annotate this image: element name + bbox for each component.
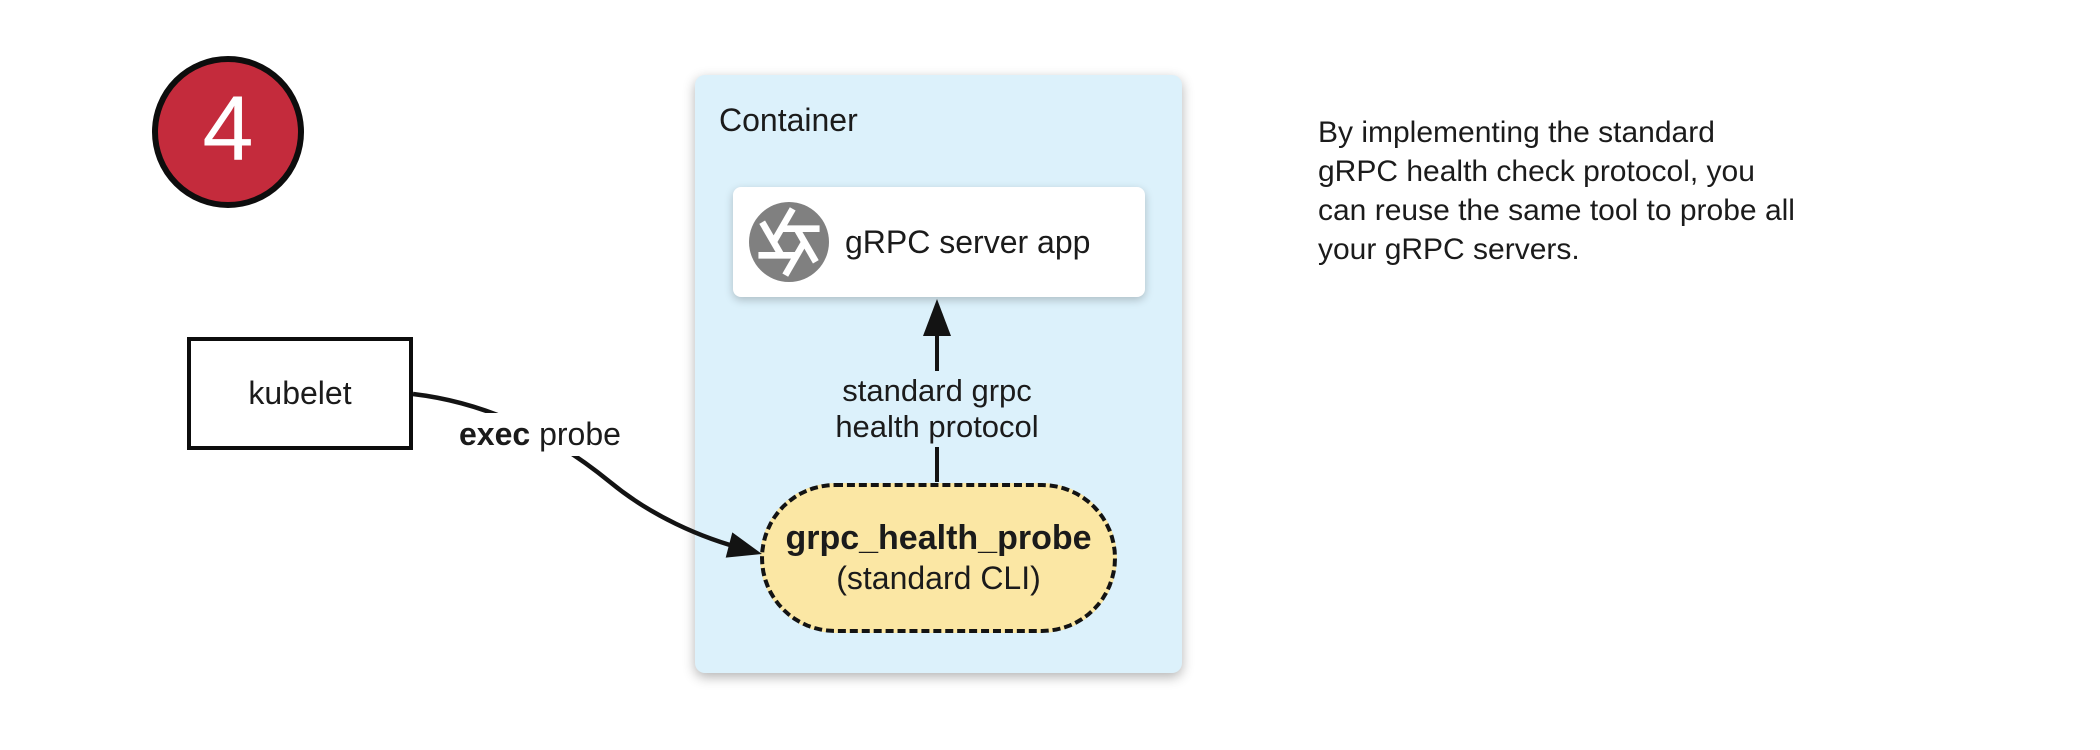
- probe-title: grpc_health_probe: [785, 519, 1092, 558]
- note-line: gRPC health check protocol, you: [1318, 155, 1755, 188]
- step-badge: 4: [152, 56, 304, 208]
- exec-probe-label: exec probe: [451, 413, 629, 456]
- note-line: By implementing the standard: [1318, 116, 1715, 149]
- step-number: 4: [202, 78, 254, 180]
- health-protocol-label: standard grpc health protocol: [825, 371, 1049, 447]
- probe-subtitle: (standard CLI): [836, 560, 1041, 597]
- grpc-health-probe-node: grpc_health_probe (standard CLI): [760, 483, 1117, 633]
- container-title: Container: [719, 102, 858, 138]
- health-protocol-label-line2: health protocol: [835, 409, 1039, 444]
- aperture-icon: [749, 202, 829, 282]
- exec-probe-label-bold: exec: [459, 416, 531, 452]
- note-paragraph: By implementing the standard gRPC health…: [1318, 113, 1795, 269]
- exec-probe-label-rest: probe: [530, 416, 621, 452]
- kubelet-node: kubelet: [187, 337, 413, 450]
- kubelet-label: kubelet: [248, 375, 352, 411]
- note-line: can reuse the same tool to probe all: [1318, 194, 1795, 227]
- grpc-server-label: gRPC server app: [845, 223, 1091, 260]
- health-protocol-label-line1: standard grpc: [842, 373, 1032, 408]
- grpc-server-node: gRPC server app: [733, 187, 1145, 297]
- note-line: your gRPC servers.: [1318, 233, 1580, 266]
- container-group: Container gRPC server app grpc_health_pr…: [695, 75, 1182, 673]
